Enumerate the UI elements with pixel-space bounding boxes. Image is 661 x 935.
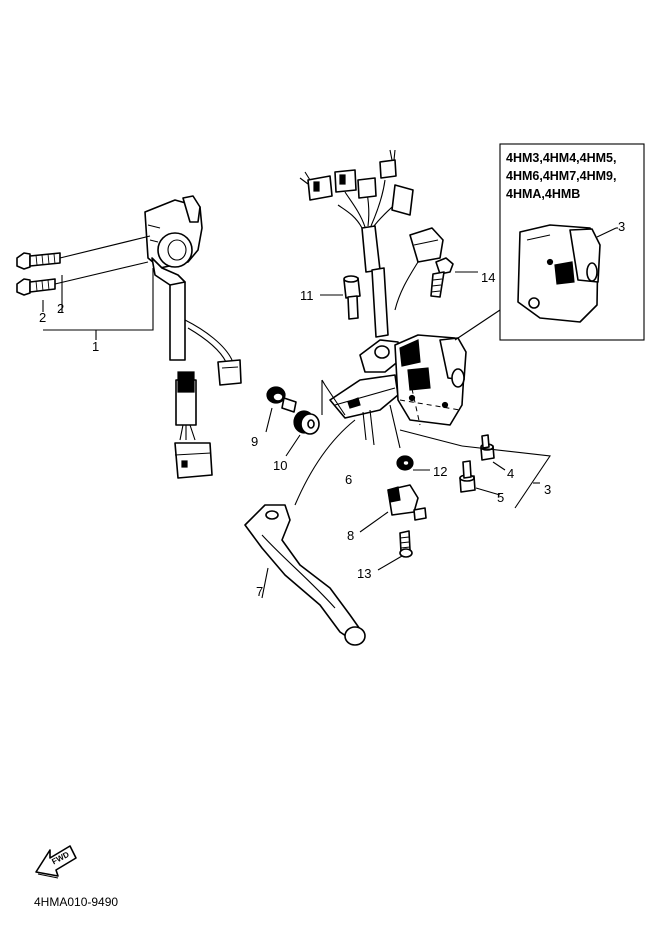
lever-holder-bracket — [329, 339, 401, 449]
callout-5: 5 — [497, 490, 504, 505]
screw-lower — [16, 278, 56, 296]
callout-9: 9 — [251, 434, 258, 449]
variant-inset: 4HM3,4HM4,4HM5, 4HM6,4HM7,4HM9, 4HMA,4HM… — [454, 143, 645, 341]
callout-2a: 2 — [39, 310, 46, 325]
variant-line-1: 4HM3,4HM4,4HM5, — [506, 151, 616, 165]
variant-line-3: 4HMA,4HMB — [506, 187, 580, 201]
screw-part-4 — [480, 434, 495, 461]
forward-arrow-icon: FWD — [35, 845, 77, 879]
callout-7: 7 — [256, 584, 263, 599]
callout-14: 14 — [481, 270, 495, 285]
left-handlebar-switch — [144, 195, 242, 479]
clutch-lever — [244, 504, 366, 646]
callout-4: 4 — [507, 466, 514, 481]
callout-2b: 2 — [57, 301, 64, 316]
adjuster-washer — [293, 410, 320, 435]
lever-nut — [396, 455, 414, 471]
variant-line-2: 4HM6,4HM7,4HM9, — [506, 169, 616, 183]
callout-13: 13 — [357, 566, 371, 581]
adjuster-nut — [266, 386, 297, 413]
callout-3b: 3 — [544, 482, 551, 497]
wire-harness-connectors — [299, 149, 414, 338]
right-handlebar-switch — [394, 334, 467, 426]
mounting-screw — [430, 257, 454, 298]
callout-11: 11 — [300, 288, 314, 303]
callout-12: 12 — [433, 464, 447, 479]
callout-1: 1 — [92, 339, 99, 354]
screw-part-5 — [459, 460, 476, 493]
clutch-switch — [387, 484, 427, 521]
callout-6: 6 — [345, 472, 352, 487]
screw-upper — [16, 252, 61, 270]
callout-3a: 3 — [618, 219, 625, 234]
callout-8: 8 — [347, 528, 354, 543]
callout-10: 10 — [273, 458, 287, 473]
pivot-bolt — [343, 275, 361, 320]
side-connector — [394, 227, 444, 311]
diagram-reference-code: 4HMA010-9490 — [34, 895, 118, 909]
switch-screw — [399, 530, 413, 558]
